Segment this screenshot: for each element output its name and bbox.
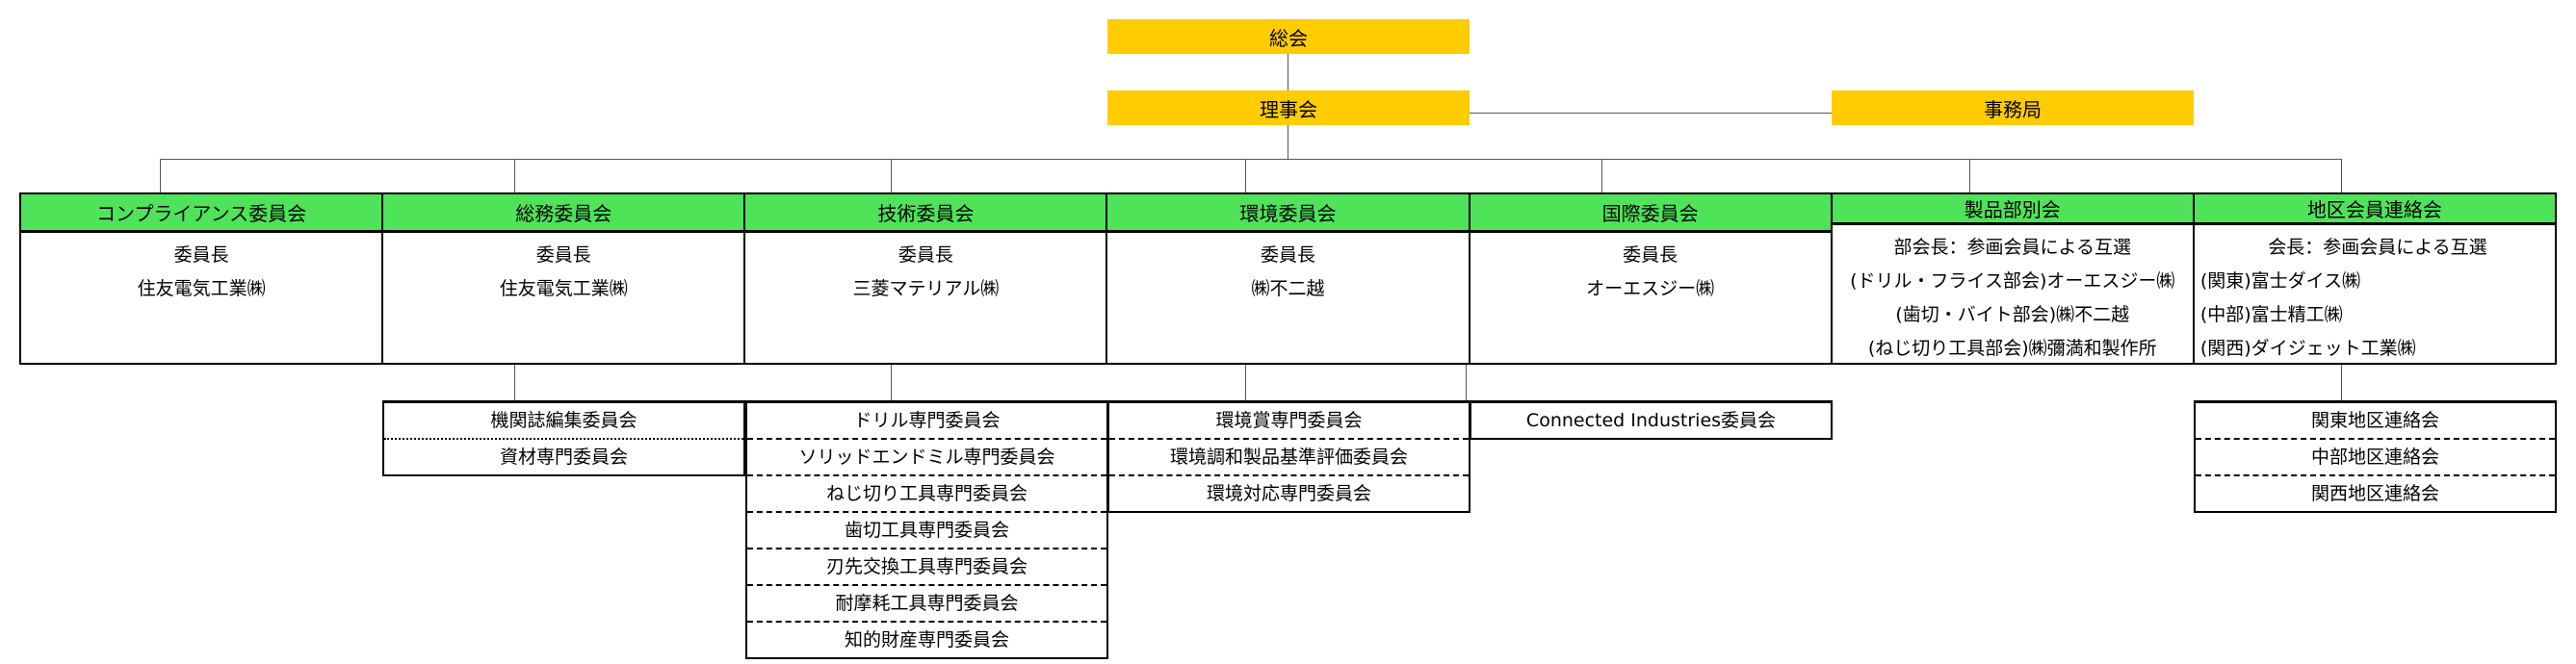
subcommittee: ソリッドエンドミル専門委員会 — [747, 440, 1106, 476]
connector — [514, 365, 515, 400]
subcommittee: 刃先交換工具専門委員会 — [747, 549, 1106, 586]
subcommittee: 知的財産専門委員会 — [844, 629, 1009, 651]
connector — [1470, 113, 1832, 114]
subcommittee: 資材専門委員会 — [499, 447, 628, 468]
committee-line: 委員長 — [173, 244, 229, 266]
committee-title: コンプライアンス委員会 — [21, 194, 382, 233]
committee-line: 住友電気工業㈱ — [137, 278, 266, 299]
committee-line: (ドリル・フライス部会)オーエスジー㈱ — [1850, 270, 2175, 292]
connector — [2341, 365, 2342, 400]
committee-general-affairs: 総務委員会委員長住友電気工業㈱ — [383, 194, 746, 363]
connector — [514, 159, 515, 193]
connector — [1245, 365, 1246, 400]
connector — [160, 159, 161, 193]
committee-row: コンプライアンス委員会委員長住友電気工業㈱ 総務委員会委員長住友電気工業㈱ 技術… — [19, 192, 2557, 365]
committee-title: 国際委員会 — [1470, 194, 1831, 233]
connector — [891, 365, 892, 400]
committee-title: 技術委員会 — [745, 194, 1106, 233]
committee-compliance: コンプライアンス委員会委員長住友電気工業㈱ — [21, 194, 384, 363]
committee-title: 環境委員会 — [1107, 194, 1469, 233]
committee-environment: 環境委員会委員長㈱不二越 — [1107, 194, 1470, 363]
subcommittee: 歯切工具専門委員会 — [747, 513, 1106, 549]
committee-line: (関東)富士ダイス㈱ — [2199, 270, 2361, 292]
subcommittee: 機関誌編集委員会 — [384, 403, 743, 440]
connector — [891, 159, 892, 193]
subcommittees-international: Connected Industries委員会 — [1470, 400, 1833, 440]
subcommittees-general-affairs: 機関誌編集委員会 資材専門委員会 — [382, 400, 745, 476]
committee-title: 総務委員会 — [383, 194, 744, 233]
subcommittee: ねじ切り工具専門委員会 — [747, 476, 1106, 513]
subcommittees-environment: 環境賞専門委員会 環境調和製品基準評価委員会 環境対応専門委員会 — [1107, 400, 1470, 513]
committee-line: 委員長 — [898, 244, 953, 266]
connector — [1969, 159, 1970, 193]
subcommittee: 中部地区連絡会 — [2196, 440, 2555, 476]
committee-line: 会長：参画会員による互選 — [2268, 237, 2487, 258]
subcommittee: Connected Industries委員会 — [1525, 410, 1777, 431]
committee-title: 製品部別会 — [1832, 194, 2193, 225]
connector — [160, 159, 2342, 160]
committee-line: (歯切・バイト部会)㈱不二越 — [1895, 304, 2130, 325]
committee-line: (ねじ切り工具部会)㈱彌満和製作所 — [1867, 338, 2157, 359]
committee-line: (中部)富士精工㈱ — [2199, 304, 2343, 325]
connector — [1245, 159, 1246, 193]
committee-technical: 技術委員会委員長三菱マテリアル㈱ — [745, 194, 1108, 363]
committee-product-divisions: 製品部別会部会長：参画会員による互選 (ドリル・フライス部会)オーエスジー㈱ (歯切… — [1832, 194, 2195, 363]
committee-line: (関西)ダイジェット工業㈱ — [2199, 338, 2416, 359]
office-box: 事務局 — [1832, 90, 2194, 125]
committee-line: 三菱マテリアル㈱ — [852, 278, 1000, 299]
committee-line: 委員長 — [1623, 244, 1678, 266]
committee-title: 地区会員連絡会 — [2194, 194, 2555, 225]
committee-international: 国際委員会委員長オーエスジー㈱ — [1470, 194, 1833, 363]
committee-line: オーエスジー㈱ — [1586, 278, 1715, 299]
general-assembly-box: 総会 — [1107, 19, 1470, 54]
subcommittee: 耐摩耗工具専門委員会 — [747, 586, 1106, 623]
subcommittees-regional: 関東地区連絡会 中部地区連絡会 関西地区連絡会 — [2194, 400, 2557, 513]
connector — [1601, 159, 1602, 193]
committee-line: 部会長：参画会員による互選 — [1893, 237, 2131, 258]
subcommittee: 環境賞専門委員会 — [1109, 403, 1469, 440]
committee-line: 委員長 — [1260, 244, 1315, 266]
connector — [1466, 365, 1467, 400]
committee-line: 委員長 — [535, 244, 591, 266]
subcommittee: 関西地区連絡会 — [2310, 483, 2439, 504]
subcommittee: 環境調和製品基準評価委員会 — [1109, 440, 1469, 476]
committee-line: 住友電気工業㈱ — [499, 278, 628, 299]
subcommittees-technical: ドリル専門委員会 ソリッドエンドミル専門委員会 ねじ切り工具専門委員会 歯切工具… — [745, 400, 1108, 659]
committee-line: ㈱不二越 — [1251, 278, 1325, 299]
subcommittee: 環境対応専門委員会 — [1206, 483, 1371, 504]
subcommittee: ドリル専門委員会 — [747, 403, 1106, 440]
board-box: 理事会 — [1107, 90, 1470, 125]
committee-regional: 地区会員連絡会会長：参画会員による互選 (関東)富士ダイス㈱ (中部)富士精工㈱ (関… — [2194, 194, 2555, 363]
connector — [2341, 159, 2342, 193]
subcommittee: 関東地区連絡会 — [2196, 403, 2555, 440]
